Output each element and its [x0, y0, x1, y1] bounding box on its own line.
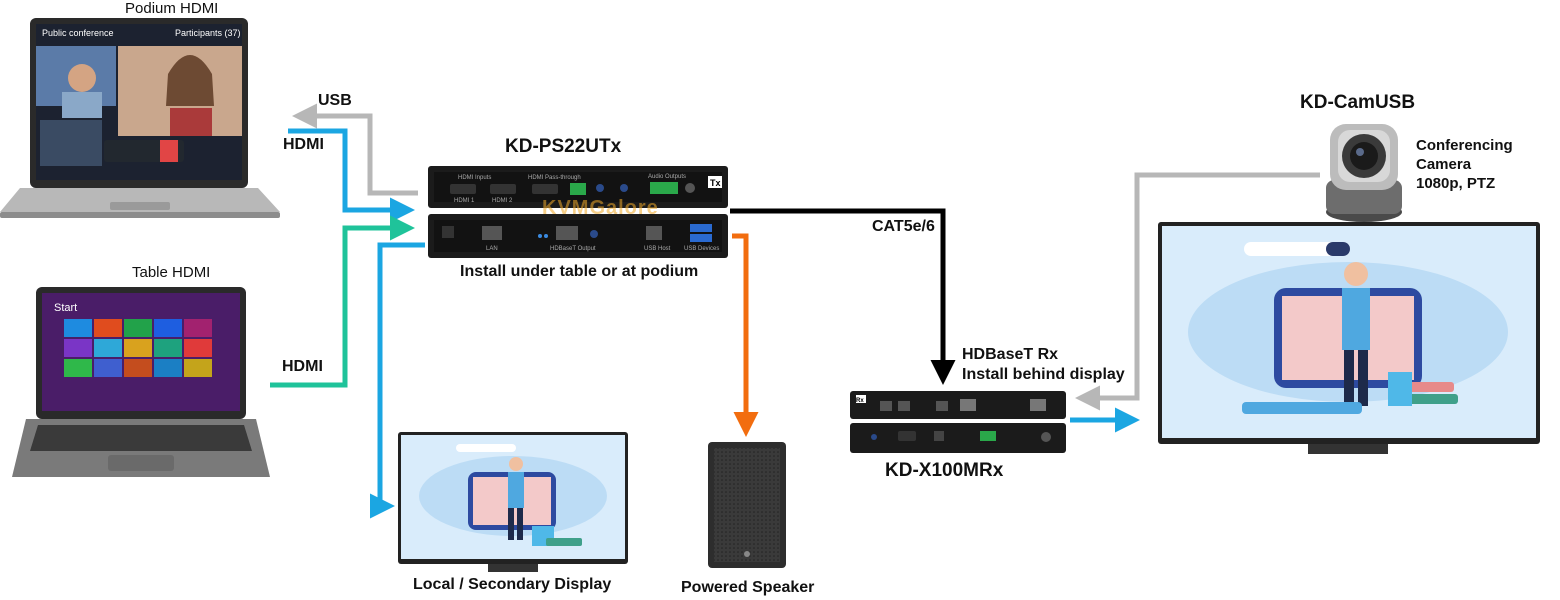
rx-title-label: HDBaseT Rx — [962, 346, 1059, 363]
cat-label: CAT5e/6 — [872, 218, 935, 235]
usb-cable-camera — [1075, 172, 1320, 411]
local-secondary-display — [398, 432, 628, 572]
main-display — [1158, 222, 1540, 454]
kd-camusb-camera — [1326, 124, 1402, 222]
hdmi-cable-table — [270, 215, 415, 388]
rx-install-note: Install behind display — [962, 366, 1125, 383]
tx-usb-host-label: USB Host — [644, 246, 671, 252]
tx-hdbaset-output-label: HDBaseT Output — [550, 246, 596, 252]
kd-ps22utx-device: HDMI Inputs HDMI 1 HDMI 2 HDMI Pass-thro… — [428, 166, 728, 258]
tx-hdmi1-label: HDMI 1 — [454, 198, 475, 204]
hdmi-label-podium: HDMI — [283, 136, 324, 153]
tx-badge: Tx — [710, 178, 721, 188]
podium-hdmi-label: Podium HDMI — [125, 0, 219, 17]
transmitter-install-note: Install under table or at podium — [460, 263, 699, 280]
audio-cable — [732, 233, 759, 437]
podium-laptop: Public conference Participants (37) — [0, 18, 280, 218]
table-laptop: Start — [12, 287, 270, 477]
rx-badge: Rx — [856, 398, 864, 404]
laptop-meeting-title: Public conference — [42, 28, 114, 38]
cat-cable — [730, 208, 956, 385]
local-display-label: Local / Secondary Display — [413, 576, 612, 593]
usb-label: USB — [318, 92, 352, 109]
tx-usb-devices-label: USB Devices — [684, 246, 719, 252]
tx-passthrough-label: HDMI Pass-through — [528, 175, 581, 181]
receiver-model-label: KD-X100MRx — [885, 460, 1004, 481]
start-tiles — [64, 319, 212, 377]
table-hdmi-label: Table HDMI — [132, 264, 211, 281]
tx-hdmi-inputs-label: HDMI Inputs — [458, 175, 491, 181]
speaker-label: Powered Speaker — [681, 579, 815, 596]
tx-audio-outputs-label: Audio Outputs — [648, 174, 686, 180]
camera-desc-line-1: Conferencing — [1416, 137, 1513, 154]
camera-desc-line-2: Camera — [1416, 156, 1472, 173]
kd-x100mrx-device: Rx — [850, 391, 1066, 453]
tx-lan-label: LAN — [486, 246, 498, 252]
start-screen-title: Start — [54, 302, 77, 314]
tx-hdmi2-label: HDMI 2 — [492, 198, 513, 204]
hdmi-cable-podium — [288, 128, 415, 223]
transmitter-model-label: KD-PS22UTx — [505, 136, 622, 157]
hdmi-cable-local-display — [370, 242, 425, 519]
camera-desc-line-3: 1080p, PTZ — [1416, 175, 1496, 192]
camera-model-label: KD-CamUSB — [1300, 92, 1416, 113]
watermark-text: KVMGalore — [542, 197, 659, 219]
usb-cable-laptop — [292, 103, 418, 196]
powered-speaker — [708, 442, 786, 568]
laptop-participants: Participants (37) — [175, 28, 241, 38]
hdmi-label-table: HDMI — [282, 358, 323, 375]
camera-description: Conferencing Camera 1080p, PTZ — [1416, 136, 1513, 193]
